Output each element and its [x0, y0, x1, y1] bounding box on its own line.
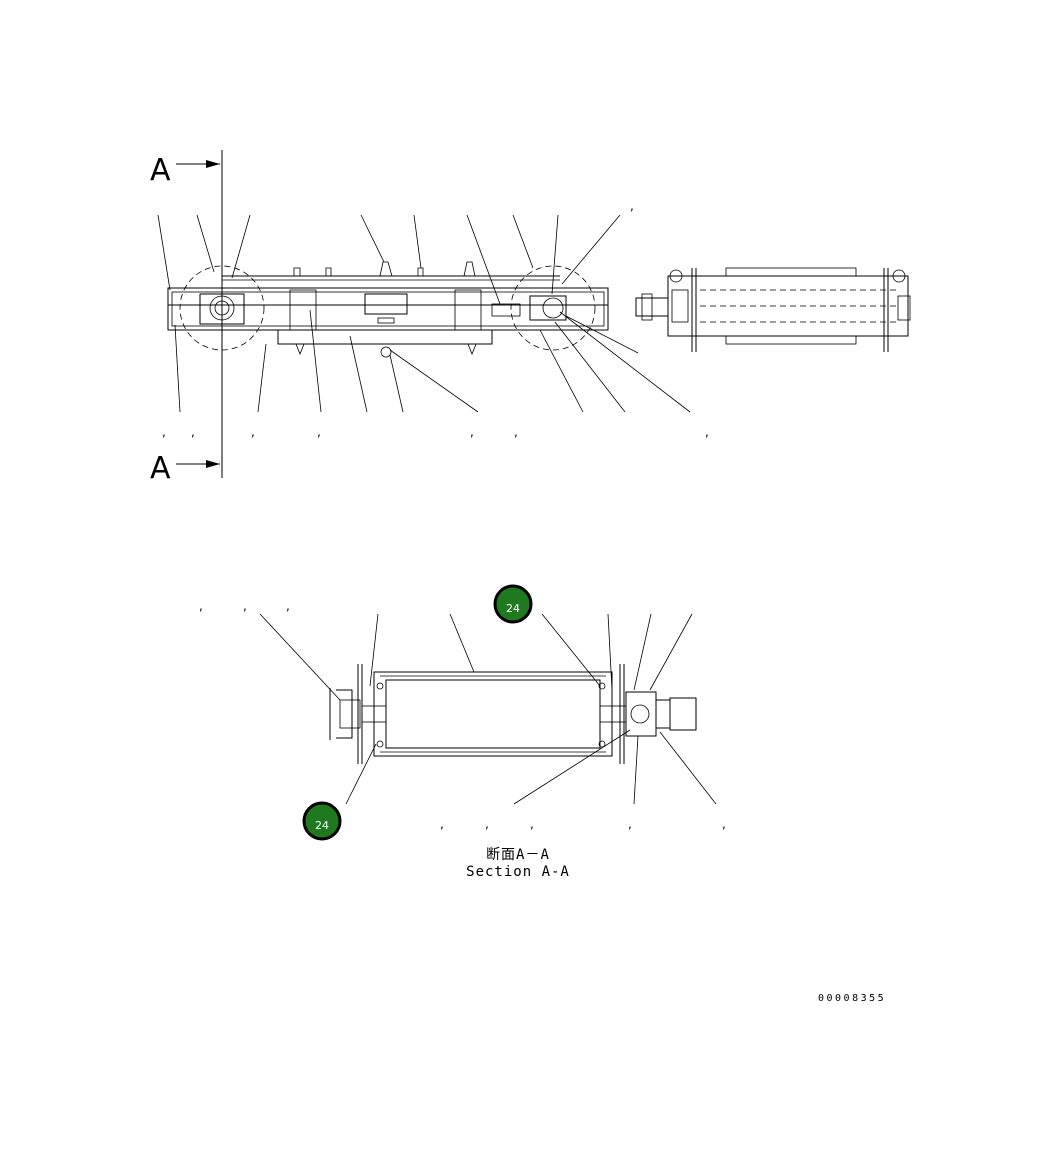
- separator-marks-top: , , , , , , , ,: [162, 199, 709, 439]
- svg-text:,: ,: [514, 425, 518, 439]
- callout-badge-24-upper[interactable]: 24: [493, 584, 533, 624]
- section-a-a-view: , , , , , , , ,: [199, 599, 726, 831]
- leader-lines-top: [157, 214, 691, 413]
- separator-marks-section: , , , , , , , ,: [199, 599, 726, 831]
- svg-text:,: ,: [722, 817, 726, 831]
- callout-badge-24-lower[interactable]: 24: [302, 801, 342, 841]
- caption-english: Section A-A: [466, 864, 570, 880]
- arrow-right-icon: [206, 460, 220, 468]
- svg-text:,: ,: [199, 599, 203, 613]
- leader-lines-section: [259, 613, 717, 805]
- section-marker-bottom: A: [150, 451, 171, 486]
- svg-text:,: ,: [705, 425, 709, 439]
- arrow-right-icon: [206, 160, 220, 168]
- svg-text:,: ,: [191, 425, 195, 439]
- top-view: A A: [150, 150, 709, 486]
- svg-text:,: ,: [628, 817, 632, 831]
- callout-number: 24: [506, 602, 520, 615]
- svg-text:,: ,: [440, 817, 444, 831]
- side-view: [635, 267, 911, 352]
- section-marker-top: A: [150, 153, 171, 188]
- svg-text:,: ,: [530, 817, 534, 831]
- svg-text:,: ,: [317, 425, 321, 439]
- callout-number: 24: [315, 819, 329, 832]
- svg-text:,: ,: [485, 817, 489, 831]
- svg-text:,: ,: [630, 199, 634, 213]
- svg-text:,: ,: [286, 599, 290, 613]
- document-number: 00008355: [818, 993, 886, 1004]
- svg-text:,: ,: [251, 425, 255, 439]
- svg-text:,: ,: [243, 599, 247, 613]
- caption-japanese: 断面A－A: [486, 847, 550, 863]
- svg-text:,: ,: [162, 425, 166, 439]
- svg-text:,: ,: [470, 425, 474, 439]
